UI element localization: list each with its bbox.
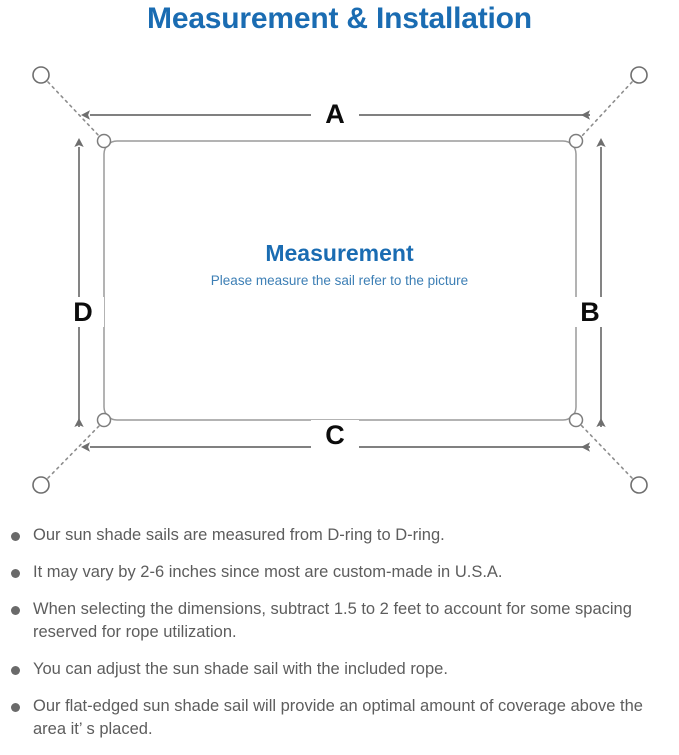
note-text: You can adjust the sun shade sail with t…: [33, 660, 448, 678]
d-ring-bottom-left: [96, 412, 112, 428]
bullet-icon: [11, 606, 20, 615]
d-ring-top-right: [568, 133, 584, 149]
bullet-icon: [11, 569, 20, 578]
bullet-icon: [11, 703, 20, 712]
page-title: Measurement & Installation: [147, 2, 532, 35]
rope-top-left: [47, 81, 101, 138]
d-ring-bottom-right: [568, 412, 584, 428]
sail-measurement-diagram: Measurement Please measure the sail refe…: [0, 42, 679, 520]
list-item: It may vary by 2-6 inches since most are…: [0, 561, 679, 584]
measurement-installation-infographic: Measurement & Installation: [0, 2, 679, 738]
notes-list: Our sun shade sails are measured from D-…: [0, 524, 679, 755]
rope-bottom-left: [47, 424, 101, 479]
list-item: Our flat-edged sun shade sail will provi…: [0, 695, 679, 741]
tether-ropes: [47, 81, 633, 479]
rope-top-right: [580, 81, 633, 138]
note-text: Our sun shade sails are measured from D-…: [33, 526, 445, 544]
d-ring-top-left: [96, 133, 112, 149]
d-rings: [96, 133, 584, 428]
bullet-icon: [11, 666, 20, 675]
diagram-svg: [32, 66, 648, 494]
anchor-bottom-right: [630, 476, 648, 494]
anchor-top-left: [32, 66, 50, 84]
list-item: You can adjust the sun shade sail with t…: [0, 658, 679, 681]
note-text: Our flat-edged sun shade sail will provi…: [33, 697, 643, 738]
list-item: When selecting the dimensions, subtract …: [0, 598, 679, 644]
bullet-icon: [11, 532, 20, 541]
anchor-points: [32, 66, 648, 494]
note-text: It may vary by 2-6 inches since most are…: [33, 563, 503, 581]
list-item: Our sun shade sails are measured from D-…: [0, 524, 679, 547]
rope-bottom-right: [580, 424, 633, 479]
anchor-bottom-left: [32, 476, 50, 494]
note-text: When selecting the dimensions, subtract …: [33, 600, 632, 641]
shade-sail-body: [103, 140, 577, 421]
anchor-top-right: [630, 66, 648, 84]
